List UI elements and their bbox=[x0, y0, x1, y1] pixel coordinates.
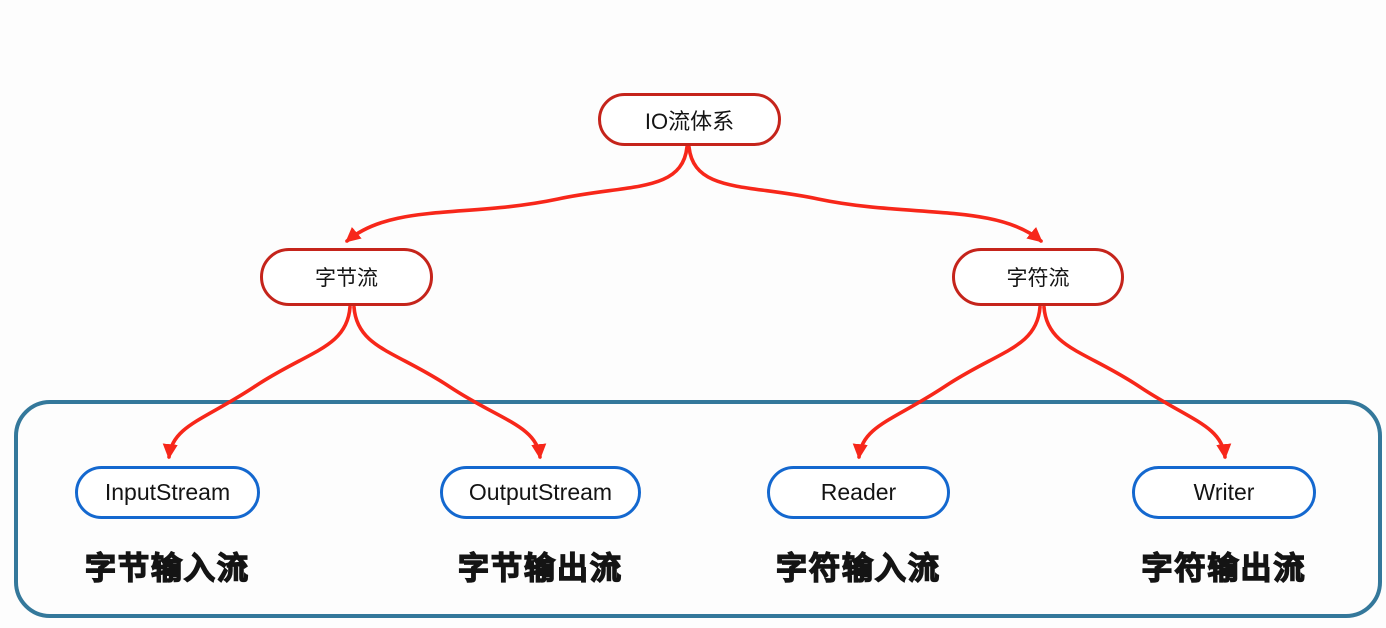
node-outputstream: OutputStream bbox=[440, 466, 641, 519]
caption-byte-output-stream: 字节输出流 bbox=[457, 550, 623, 586]
node-writer: Writer bbox=[1132, 466, 1316, 519]
edge-root-to-byte-stream bbox=[345, 145, 689, 243]
node-byte-stream: 字节流 bbox=[260, 248, 433, 306]
node-io-stream-root: IO流体系 bbox=[598, 93, 781, 146]
caption-char-output-stream: 字符输出流 bbox=[1141, 550, 1307, 586]
caption-char-input-stream: 字符输入流 bbox=[775, 550, 941, 586]
node-reader: Reader bbox=[767, 466, 950, 519]
caption-byte-input-stream: 字节输入流 bbox=[84, 550, 250, 586]
node-char-stream: 字符流 bbox=[952, 248, 1124, 306]
node-inputstream: InputStream bbox=[75, 466, 260, 519]
edge-root-to-char-stream bbox=[687, 145, 1043, 243]
leaf-group-container bbox=[14, 400, 1382, 618]
